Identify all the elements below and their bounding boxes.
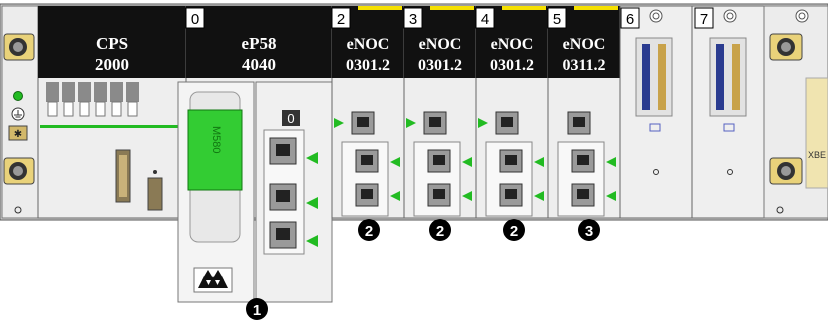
port-arrow xyxy=(334,118,344,128)
yellow-stripe xyxy=(430,6,474,10)
green-status-bar xyxy=(40,125,184,128)
slot-number: 3 xyxy=(409,11,417,28)
module-title-line2: 2000 xyxy=(95,55,129,74)
port-arrow xyxy=(390,191,400,201)
module-title-line2: 0301.2 xyxy=(346,57,390,74)
svg-text:✱: ✱ xyxy=(14,129,22,140)
aux-connector xyxy=(147,177,163,211)
ethernet-port-device-2[interactable] xyxy=(355,183,379,207)
ethernet-port-backplane[interactable] xyxy=(423,111,447,135)
slot-number-box xyxy=(475,7,495,29)
network-triangles-icon xyxy=(193,267,233,293)
port-arrow xyxy=(534,191,544,201)
svg-text:1: 1 xyxy=(253,302,261,319)
module-enoc-slot-3[interactable]: 3 eNOC 0301.2 xyxy=(403,5,477,219)
cpu-display-text: M580 xyxy=(210,126,222,154)
module-title-line1: eNOC xyxy=(419,36,462,53)
callout-marker: 2 xyxy=(429,219,451,241)
ethernet-port-device-1[interactable] xyxy=(427,149,451,173)
screw-icon xyxy=(3,33,35,61)
callout-marker: 2 xyxy=(358,219,380,241)
ethernet-port-service[interactable] xyxy=(269,137,297,165)
port-tag-box xyxy=(282,110,300,126)
port-arrow xyxy=(306,235,318,247)
ethernet-port-device-2[interactable] xyxy=(427,183,451,207)
screw-icon xyxy=(769,33,803,61)
slot-number-box xyxy=(403,7,423,29)
screw-icon xyxy=(3,157,35,185)
module-title-line1: CPS xyxy=(96,34,128,53)
slot-number: 2 xyxy=(337,11,345,28)
port-arrow xyxy=(462,157,472,167)
module-enoc-slot-2[interactable]: 2 eNOC 0301.2 xyxy=(331,5,405,219)
module-cps[interactable]: CPS 2000 xyxy=(37,5,187,219)
slot-number-box xyxy=(547,7,567,29)
slot-number: 6 xyxy=(626,11,634,28)
ethernet-port-device-1[interactable] xyxy=(499,149,523,173)
slot-number: 7 xyxy=(700,11,708,28)
callout-marker: 2 xyxy=(503,219,525,241)
module-title-line2: 0301.2 xyxy=(418,57,462,74)
slot-number: 5 xyxy=(553,11,561,28)
module-io-slot-7[interactable]: 7 xyxy=(691,5,765,219)
svg-text:3: 3 xyxy=(585,223,593,240)
module-enoc-slot-5[interactable]: 5 eNOC 0311.2 xyxy=(547,5,621,219)
svg-text:2: 2 xyxy=(365,223,373,240)
yellow-stripe xyxy=(502,6,546,10)
slot-number-box xyxy=(185,7,205,29)
ethernet-port-device-2[interactable] xyxy=(571,183,595,207)
ethernet-port-2[interactable] xyxy=(269,221,297,249)
port-arrow xyxy=(462,191,472,201)
port-arrow xyxy=(606,157,616,167)
port-arrow xyxy=(534,157,544,167)
ethernet-port-device-1[interactable] xyxy=(571,149,595,173)
ground-symbol-icon xyxy=(11,107,25,121)
slot-number: 4 xyxy=(481,11,489,28)
port-arrow xyxy=(390,157,400,167)
ethernet-port-device-2[interactable] xyxy=(499,183,523,207)
io-connector[interactable] xyxy=(635,37,673,117)
rack-right-end: XBE xyxy=(763,5,828,219)
port-arrow xyxy=(606,191,616,201)
cpu-display xyxy=(187,109,243,191)
callout-marker: 1 xyxy=(246,298,268,320)
module-title-line2: 4040 xyxy=(242,55,276,74)
module-enoc-slot-4[interactable]: 4 eNOC 0301.2 xyxy=(475,5,549,219)
module-title-line1: eP58 xyxy=(242,34,277,53)
green-led-icon xyxy=(13,91,23,101)
port-arrow xyxy=(478,118,488,128)
module-title-line1: eNOC xyxy=(491,36,534,53)
screw-icon xyxy=(769,157,803,185)
port-arrow xyxy=(406,118,416,128)
io-connector[interactable] xyxy=(709,37,747,117)
module-io-slot-6[interactable]: 6 xyxy=(619,5,693,219)
ethernet-port-backplane[interactable] xyxy=(351,111,375,135)
ethernet-port-backplane[interactable] xyxy=(495,111,519,135)
yellow-stripe xyxy=(358,6,402,10)
ground-terminal xyxy=(8,125,28,141)
callout-marker: 3 xyxy=(578,219,600,241)
rack-left-end: ✱ xyxy=(1,5,39,219)
port-tag: 0 xyxy=(287,111,294,126)
ethernet-port-1[interactable] xyxy=(269,183,297,211)
module-title-line1: eNOC xyxy=(563,36,606,53)
port-arrow xyxy=(306,152,318,164)
module-title-line2: 0311.2 xyxy=(562,57,605,74)
svg-text:2: 2 xyxy=(436,223,444,240)
power-terminals xyxy=(46,82,139,117)
svg-text:2: 2 xyxy=(510,223,518,240)
slot-number: 0 xyxy=(191,11,199,28)
slot-number-box xyxy=(620,7,640,29)
module-title-line2: 0301.2 xyxy=(490,57,534,74)
ethernet-port-device-1[interactable] xyxy=(355,149,379,173)
yellow-stripe xyxy=(574,6,618,10)
port-arrow xyxy=(306,197,318,209)
module-title-line1: eNOC xyxy=(347,36,390,53)
extension-label: XBE xyxy=(808,150,826,160)
module-cpu[interactable]: 0 eP58 4040 M580 0 xyxy=(177,5,333,303)
slot-number-box xyxy=(694,7,714,29)
slot-number-box xyxy=(331,7,351,29)
ethernet-port-backplane[interactable] xyxy=(567,111,591,135)
